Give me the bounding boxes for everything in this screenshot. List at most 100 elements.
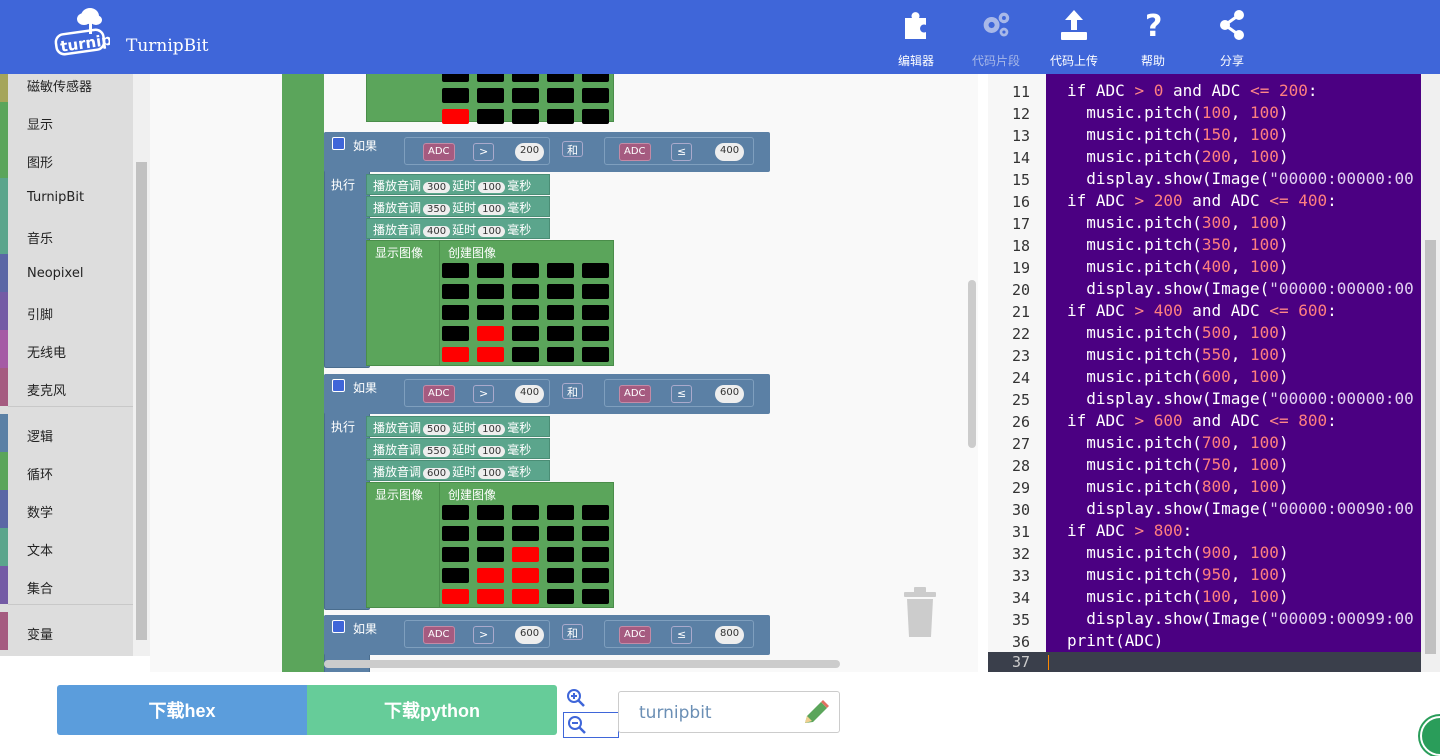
led-cell[interactable] [547, 505, 574, 520]
led-cell[interactable] [582, 305, 609, 320]
operator-dropdown[interactable]: > [473, 143, 495, 161]
led-cell[interactable] [477, 526, 504, 541]
pitch-field[interactable]: 550 [423, 446, 451, 457]
workspace-vertical-scrollbar[interactable] [968, 280, 976, 448]
category-item[interactable]: 集合 [0, 566, 133, 604]
led-cell[interactable] [442, 547, 469, 562]
led-cell[interactable] [477, 505, 504, 520]
category-item[interactable]: 数学 [0, 490, 133, 528]
code-line[interactable]: if ADC > 200 and ADC <= 400: [1067, 191, 1337, 210]
led-cell[interactable] [512, 589, 539, 604]
nav-editor-button[interactable]: 编辑器 [881, 6, 951, 68]
operator-dropdown[interactable]: ≤ [671, 385, 693, 403]
led-cell[interactable] [512, 547, 539, 562]
zoom-out-button[interactable] [563, 712, 619, 738]
led-cell[interactable] [477, 347, 504, 362]
adc-dropdown[interactable]: ADC [423, 385, 455, 403]
project-name-input[interactable] [639, 702, 799, 724]
led-cell[interactable] [582, 547, 609, 562]
gear-icon[interactable] [332, 379, 345, 392]
code-line[interactable]: if ADC > 0 and ADC <= 200: [1067, 81, 1318, 100]
led-cell[interactable] [512, 263, 539, 278]
led-cell[interactable] [512, 505, 539, 520]
nav-snippets-button[interactable]: 代码片段 [961, 6, 1031, 68]
condition-block[interactable]: ADC>600 [404, 620, 550, 648]
code-line[interactable]: music.pitch(750, 100) [1067, 455, 1289, 474]
value-field[interactable]: 800 [715, 626, 745, 644]
pitch-field[interactable]: 400 [423, 226, 451, 237]
category-item[interactable]: 循环 [0, 452, 133, 490]
led-cell[interactable] [547, 305, 574, 320]
category-item[interactable]: Neopixel [0, 254, 133, 292]
trash-icon[interactable] [902, 586, 938, 638]
led-cell[interactable] [442, 326, 469, 341]
led-cell[interactable] [547, 347, 574, 362]
category-item[interactable]: 图形 [0, 140, 133, 178]
condition-block[interactable]: ADC >400 [404, 379, 550, 407]
condition-block[interactable]: ADC≤800 [604, 620, 754, 648]
pitch-field[interactable]: 600 [423, 468, 451, 479]
value-field[interactable]: 400 [515, 385, 545, 403]
led-cell[interactable] [442, 568, 469, 583]
led-cell[interactable] [477, 305, 504, 320]
led-cell[interactable] [477, 326, 504, 341]
category-item[interactable]: 变量 [0, 612, 133, 650]
operator-dropdown[interactable]: > [473, 385, 495, 403]
category-item[interactable]: 无线电 [0, 330, 133, 368]
led-cell[interactable] [512, 109, 539, 124]
delay-field[interactable]: 100 [478, 226, 506, 237]
led-cell[interactable] [547, 74, 574, 82]
adc-dropdown[interactable]: ADC [423, 626, 455, 644]
led-cell[interactable] [547, 547, 574, 562]
led-cell[interactable] [477, 88, 504, 103]
led-cell[interactable] [442, 74, 469, 82]
led-cell[interactable] [512, 326, 539, 341]
category-item[interactable]: 磁敏传感器 [0, 74, 133, 102]
code-scroll-thumb[interactable] [1425, 240, 1436, 654]
delay-field[interactable]: 100 [478, 468, 506, 479]
nav-help-button[interactable]: ? 帮助 [1118, 6, 1188, 68]
code-line[interactable]: if ADC > 400 and ADC <= 600: [1067, 301, 1337, 320]
value-field[interactable]: 400 [715, 143, 745, 161]
code-line[interactable]: music.pitch(100, 100) [1067, 587, 1289, 606]
led-cell[interactable] [512, 284, 539, 299]
adc-dropdown[interactable]: ADC [423, 143, 455, 161]
led-cell[interactable] [512, 347, 539, 362]
led-cell[interactable] [477, 284, 504, 299]
led-cell[interactable] [582, 326, 609, 341]
pitch-field[interactable]: 300 [423, 182, 451, 193]
led-cell[interactable] [547, 568, 574, 583]
nav-share-button[interactable]: 分享 [1197, 6, 1267, 68]
led-cell[interactable] [442, 284, 469, 299]
pitch-field[interactable]: 350 [423, 204, 451, 215]
status-badge[interactable] [1420, 716, 1440, 756]
led-cell[interactable] [582, 505, 609, 520]
show-image-block[interactable]: 显示图像 [366, 240, 440, 366]
code-line[interactable]: music.pitch(200, 100) [1067, 147, 1289, 166]
led-cell[interactable] [477, 263, 504, 278]
led-cell[interactable] [582, 347, 609, 362]
led-cell[interactable] [582, 88, 609, 103]
code-line[interactable]: music.pitch(400, 100) [1067, 257, 1289, 276]
led-cell[interactable] [547, 326, 574, 341]
led-cell[interactable] [442, 263, 469, 278]
sidebar-scroll-thumb[interactable] [136, 162, 147, 640]
led-cell[interactable] [477, 589, 504, 604]
led-cell[interactable] [547, 88, 574, 103]
zoom-in-icon[interactable] [566, 688, 586, 708]
led-cell[interactable] [512, 526, 539, 541]
adc-dropdown[interactable]: ADC [619, 385, 651, 403]
delay-field[interactable]: 100 [478, 182, 506, 193]
code-line[interactable]: music.pitch(100, 100) [1067, 103, 1289, 122]
led-cell[interactable] [477, 568, 504, 583]
code-line[interactable]: music.pitch(550, 100) [1067, 345, 1289, 364]
category-item[interactable]: 音乐 [0, 216, 133, 254]
led-cell[interactable] [477, 109, 504, 124]
gear-icon[interactable] [332, 137, 345, 150]
workspace-horizontal-scrollbar[interactable] [324, 660, 840, 668]
adc-dropdown[interactable]: ADC [619, 143, 651, 161]
create-image-block[interactable]: 创建图像 [439, 240, 614, 366]
